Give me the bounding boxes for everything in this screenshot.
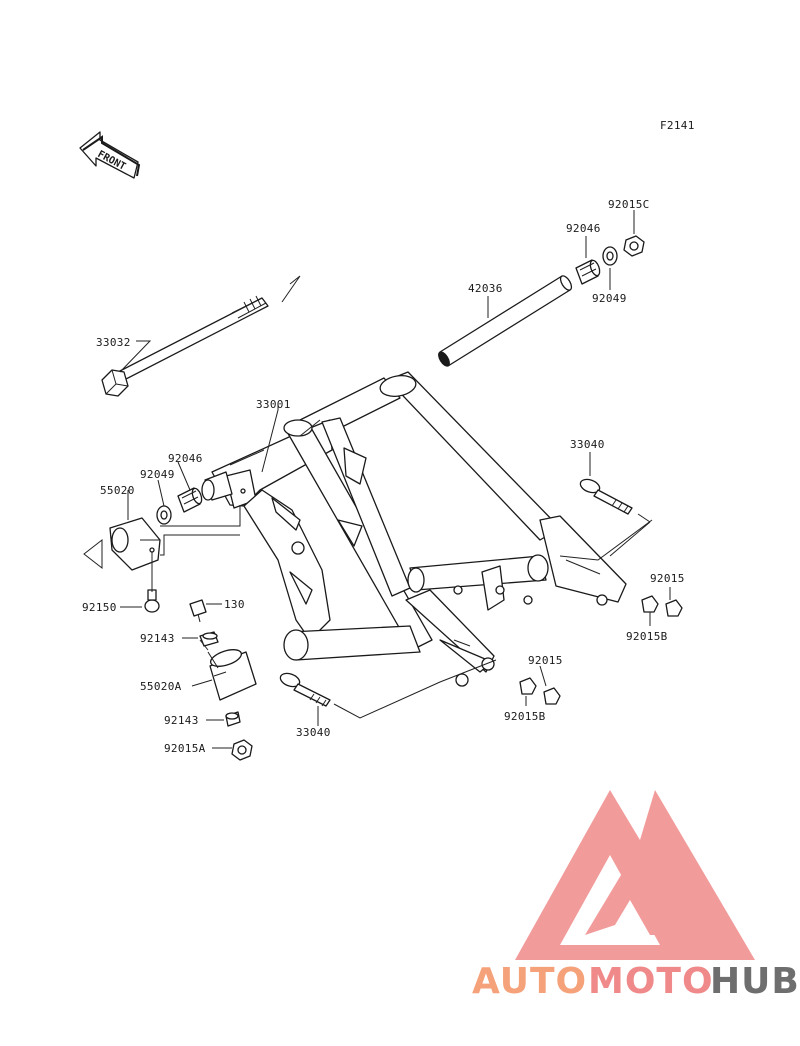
washer-left <box>156 505 172 525</box>
callout-92049-left: 92049 <box>140 468 175 481</box>
pivot-shaft-bolt <box>101 275 301 397</box>
logo-text-hub: HUB <box>710 961 800 1002</box>
leader-lines <box>119 210 671 749</box>
nut-92015A <box>231 739 253 761</box>
callout-92046-left: 92046 <box>168 452 203 465</box>
swing-arm <box>211 371 627 687</box>
callout-33032: 33032 <box>96 336 131 349</box>
watermark-logo <box>515 790 755 960</box>
nut-lower-2 <box>543 687 561 705</box>
callout-42036: 42036 <box>468 282 503 295</box>
washer-right <box>602 246 618 266</box>
callout-92015C: 92015C <box>608 198 650 211</box>
callout-33040-right: 33040 <box>570 438 605 451</box>
cap-bottom <box>225 711 241 727</box>
bearing-right <box>575 259 601 285</box>
callout-92015B-lower: 92015B <box>504 710 546 723</box>
nut-right-2 <box>665 599 683 617</box>
cap-top <box>199 631 219 647</box>
adjuster-bolt-right <box>579 478 651 523</box>
callout-92049-right: 92049 <box>592 292 627 305</box>
nut-right-top <box>623 235 645 257</box>
callout-55020A: 55020A <box>140 680 182 693</box>
callout-92150: 92150 <box>82 601 117 614</box>
bolt-92150 <box>144 589 160 613</box>
clamp-collar <box>209 649 257 701</box>
callout-33001: 33001 <box>256 398 291 411</box>
callout-55020: 55020 <box>100 484 135 497</box>
logo-text-auto: AUTO <box>472 961 587 1002</box>
adjuster-bolt-left <box>279 672 331 707</box>
callout-92015-right: 92015 <box>650 572 685 585</box>
callout-92015-lower: 92015 <box>528 654 563 667</box>
shaft-holder <box>83 517 161 571</box>
nut-right-1 <box>641 595 659 613</box>
callout-130: 130 <box>224 598 245 611</box>
callout-33040-lower: 33040 <box>296 726 331 739</box>
callout-92046-right: 92046 <box>566 222 601 235</box>
bearing-left <box>177 487 203 513</box>
figure-code: F2141 <box>660 119 695 132</box>
callout-92015A: 92015A <box>164 742 206 755</box>
bolt-130 <box>189 599 207 623</box>
nut-lower-1 <box>519 677 537 695</box>
left-sleeve-tube <box>201 471 233 501</box>
callout-92143-top: 92143 <box>140 632 175 645</box>
callout-92143-bottom: 92143 <box>164 714 199 727</box>
logo-text-moto: MOTO <box>588 961 714 1002</box>
front-arrow-icon: FRONT <box>79 131 141 179</box>
callout-92015B-right: 92015B <box>626 630 668 643</box>
pivot-tube <box>438 275 573 367</box>
